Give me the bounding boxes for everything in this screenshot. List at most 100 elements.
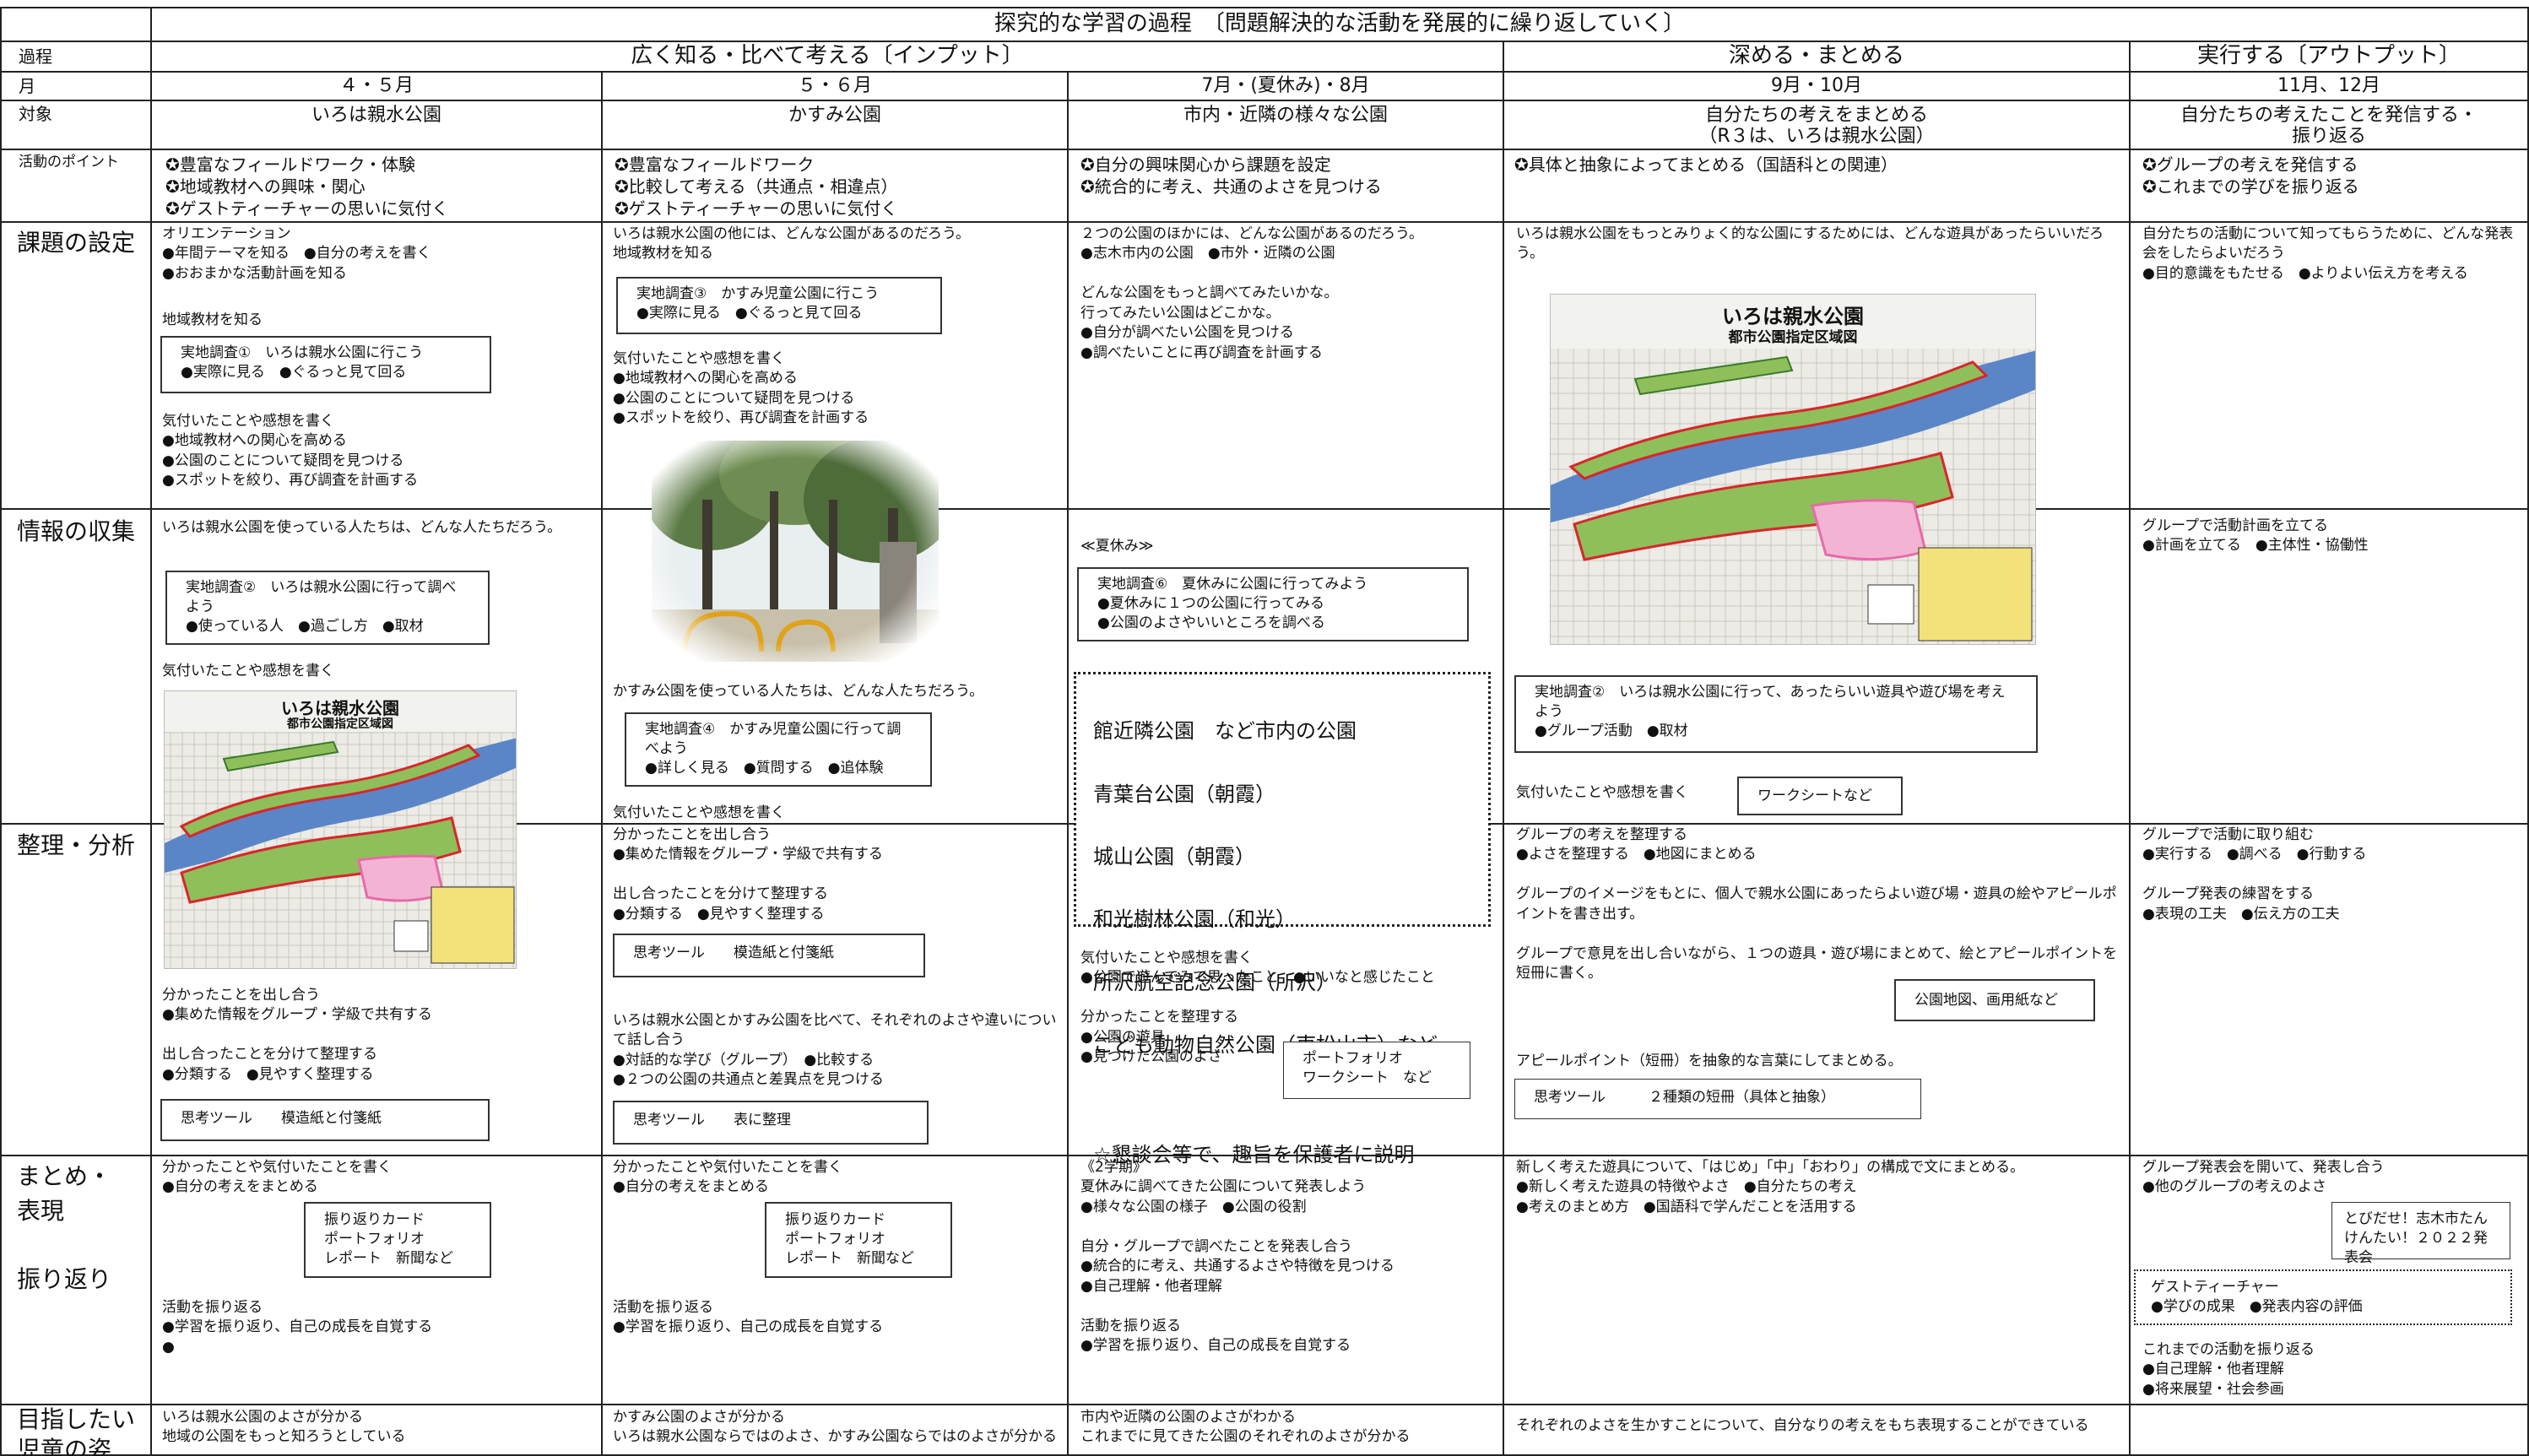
- c1-summary-text2: 活動を振り返る ●学習を振り返り、自己の成長を自覚する ●: [162, 1299, 433, 1356]
- c3-parks-list-box: 館近隣公園 など市内の公園 青葉台公園（朝霞） 城山公園（朝霞） 和光樹林公園（…: [1074, 672, 1491, 1166]
- c3-goal-text: 市内や近隣の公園のよさがわかる これまでに見てきた公園のそれぞれのよさが分かる: [1080, 1409, 1411, 1446]
- label-month: 月: [19, 75, 35, 96]
- phase-output: 実行する〔アウトプット〕: [2196, 43, 2461, 69]
- points-4: ✪具体と抽象によってまとめる（国語科との関連）: [1514, 154, 1898, 175]
- month-3: 7月・(夏休み)・8月: [1201, 75, 1370, 97]
- c1-goal-text: いろは親水公園のよさが分かる 地域の公園をもっと知ろうとしている: [162, 1409, 406, 1446]
- rule: [0, 41, 2529, 42]
- c5-summary-text2: これまでの活動を振り返る ●自己理解・他者理解 ●将来展望・社会参画: [2142, 1341, 2315, 1398]
- park-map-image-1: いろは親水公園 都市公園指定区域図: [164, 690, 517, 969]
- c2-summary-text: 分かったことや気付いたことを書く ●自分の考えをまとめる: [613, 1159, 842, 1196]
- table-border-right: [2527, 7, 2529, 1456]
- park-map-image-2: いろは親水公園 都市公園指定区域図: [1550, 294, 2036, 645]
- c4-goal-text: それぞれのよさを生かすことについて、自分なりの考えをもち表現することができている: [1516, 1417, 2089, 1434]
- park-item: 城山公園（朝霞）: [1093, 844, 1255, 869]
- c1-collect-text: いろは親水公園を使っている人たちは、どんな人たちだろう。: [162, 519, 562, 536]
- c4-summary-text: 新しく考えた遊具について、「はじめ」「中」「おわり」の構成で文にまとめる。 ●新…: [1516, 1159, 2025, 1215]
- c5-setting-text: 自分たちの活動について知ってもらうために、どんな発表会をしたらよいだろう ●目的…: [2142, 225, 2514, 282]
- table-border-top: [0, 7, 2529, 8]
- rule: [601, 71, 603, 1456]
- points-5: ✪グループの考えを発信する ✪これまでの学びを振り返る: [2142, 154, 2359, 197]
- map-title-1: いろは親水公園: [281, 698, 399, 718]
- c3-summary-text: 《2学期》 夏休みに調べてきた公園について発表しよう ●様々な公園の様子 ●公園…: [1080, 1159, 1394, 1355]
- points-2: ✪豊富なフィールドワーク ✪比較して考える（共通点・相違点） ✪ゲストティーチャ…: [615, 154, 898, 219]
- park-item: 和光樹林公園（和光）: [1093, 907, 1296, 932]
- c2-notice-2: 気付いたことや感想を書く: [613, 804, 785, 821]
- phase-deepen: 深める・まとめる: [1728, 43, 1904, 69]
- rule: [0, 7, 2, 1456]
- c2-analyze-text2: いろは親水公園とかすみ公園を比べて、それぞれのよさや違いについて話し合う ●対話…: [613, 1012, 1057, 1089]
- rule: [1067, 71, 1069, 1456]
- rule: [0, 1155, 2529, 1156]
- park-item: 所沢航空記念公園（所沢）: [1093, 970, 1336, 994]
- table-border-bottom: [0, 1454, 2529, 1456]
- c2-portfolio-box: 振り返りカード ポートフォリオ レポート 新聞など: [765, 1202, 952, 1278]
- rule: [0, 221, 2529, 223]
- c4-materials-box: 公園地図、画用紙など: [1894, 979, 2095, 1021]
- rule: [2129, 41, 2131, 1456]
- c5-guest-teacher-box: ゲストティーチャー ●学びの成果 ●発表内容の評価: [2134, 1269, 2512, 1325]
- c2-fieldwork-box-1: 実地調査③ かすみ児童公園に行こう ●実際に見る ●ぐるっと見て回る: [616, 277, 942, 334]
- c4-analyze-text2: アピールポイント（短冊）を抽象的な言葉にしてまとめる。: [1516, 1053, 1903, 1069]
- parks-note: ☆懇談会等で、趣旨を保護者に説明: [1093, 1142, 1415, 1166]
- month-1: ４・５月: [338, 75, 414, 97]
- c3-fieldwork-box: 実地調査⑥ 夏休みに公園に行ってみよう ●夏休みに１つの公園に行ってみる ●公園…: [1077, 567, 1469, 641]
- c2-setting-text: いろは親水公園の他には、どんな公園があるのだろう。 地域教材を知る: [613, 225, 970, 263]
- phase-input: 広く知る・比べて考える〔インプット〕: [631, 43, 1024, 69]
- park-item: 館近隣公園 など市内の公園: [1093, 719, 1357, 744]
- row-label-analyze: 整理・分析: [17, 831, 136, 859]
- row-label-goal: 目指したい 児童の姿: [17, 1405, 136, 1456]
- rule: [150, 7, 152, 1456]
- c4-fieldwork-box: 実地調査② いろは親水公園に行って、あったらいい遊具や遊び場を考えよう ●グルー…: [1514, 675, 2038, 753]
- target-2: かすみ公園: [788, 105, 881, 126]
- target-1: いろは親水公園: [311, 105, 441, 126]
- rule: [1503, 41, 1504, 1456]
- points-3: ✪自分の興味関心から課題を設定 ✪統合的に考え、共通のよさを見つける: [1080, 154, 1382, 197]
- row-label-summary: まとめ・ 表現 振り返り: [17, 1162, 112, 1293]
- c2-goal-text: かすみ公園のよさが分かる いろは親水公園ならではのよさ、かすみ公園ならではのよさ…: [613, 1409, 1057, 1446]
- c4-worksheet-box: ワークシートなど: [1737, 777, 1903, 815]
- c1-fieldwork-box-2: 実地調査② いろは親水公園に行って調べよう ●使っている人 ●過ごし方 ●取材: [165, 571, 490, 645]
- c4-setting-text: いろは親水公園をもっとみりょく的な公園にするためには、どんな遊具があったらいいだ…: [1516, 225, 2104, 263]
- c5-presentation-box: とびだせ！志木市たんけんたい！２０２２発表会: [2331, 1202, 2510, 1266]
- c1-setting-text: オリエンテーション ●年間テーマを知る ●自分の考えを書く ●おおまかな活動計画…: [162, 225, 431, 282]
- month-2: ５・６月: [797, 75, 872, 97]
- c1-portfolio-box: 振り返りカード ポートフォリオ レポート 新聞など: [304, 1202, 491, 1278]
- c4-analyze-text: グループの考えを整理する ●よさを整理する ●地図にまとめる グループのイメージ…: [1516, 826, 2118, 982]
- park-photo: [652, 441, 939, 662]
- c1-thinking-tool-box: 思考ツール 模造紙と付箋紙: [160, 1099, 490, 1141]
- map-subtitle-2: 都市公園指定区域図: [1728, 329, 1858, 346]
- c3-analyze-text: 気付いたことや感想を書く ●公園で遊んでみて思ったこと ●いいなと感じたこと 分…: [1080, 950, 1435, 1066]
- table-title: 探究的な学習の過程 〔問題解決的な活動を発展的に繰り返していく〕: [994, 11, 1686, 37]
- park-item: 青葉台公園（朝霞）: [1093, 782, 1275, 806]
- c2-collect-text: かすみ公園を使っている人たちは、どんな人たちだろう。: [613, 683, 984, 700]
- c1-analyze-text: 分かったことを出し合う ●集めた情報をグループ・学級で共有する 出し合ったことを…: [162, 987, 432, 1083]
- c1-summary-text: 分かったことや気付いたことを書く ●自分の考えをまとめる: [162, 1159, 392, 1196]
- rule: [0, 71, 2529, 73]
- c5-analyze-text: グループで活動に取り組む ●実行する ●調べる ●行動する グループ発表の練習を…: [2142, 826, 2367, 923]
- c3-collect-text: ≪夏休み≫: [1080, 538, 1154, 555]
- map-title-2: いろは親水公園: [1722, 305, 1864, 328]
- c1-fieldwork-box-1: 実地調査① いろは親水公園に行こう ●実際に見る ●ぐるっと見て回る: [160, 336, 491, 393]
- c2-thinking-tool-box-1: 思考ツール 模造紙と付箋紙: [613, 934, 925, 977]
- label-points: 活動のポイント: [19, 154, 119, 170]
- month-5: 11月、12月: [2277, 75, 2380, 97]
- c2-analyze-text: 分かったことを出し合う ●集めた情報をグループ・学級で共有する 出し合ったことを…: [613, 826, 883, 923]
- points-1: ✪豊富なフィールドワーク・体験 ✪地域教材への興味・関心 ✪ゲストティーチャーの…: [165, 154, 449, 219]
- target-4: 自分たちの考えをまとめる （R３は、いろは親水公園）: [1698, 105, 1935, 148]
- month-4: 9月・10月: [1771, 75, 1862, 97]
- c1-notice-2: 気付いたことや感想を書く: [162, 663, 334, 679]
- c3-portfolio-box: ポートフォリオ ワークシート など: [1283, 1042, 1470, 1099]
- rule: [0, 508, 2529, 510]
- c5-summary-text: グループ発表会を開いて、発表し合う ●他のグループの考えのよさ: [2142, 1159, 2385, 1196]
- c2-fieldwork-box-2: 実地調査④ かすみ児童公園に行って調べよう ●詳しく見る ●質問する ●追体験: [625, 712, 932, 787]
- c5-collect-text: グループで活動計画を立てる ●計画を立てる ●主体性・協働性: [2142, 517, 2369, 555]
- map-subtitle-1: 都市公園指定区域図: [287, 717, 393, 731]
- label-target: 対象: [19, 104, 52, 124]
- c2-notice-1: 気付いたことや感想を書く ●地域教材への関心を高める ●公園のことについて疑問を…: [613, 350, 869, 427]
- target-3: 市内・近隣の様々な公園: [1183, 105, 1388, 126]
- label-process: 過程: [19, 46, 52, 67]
- c1-setting-text2: 地域教材を知る: [162, 311, 263, 328]
- rule: [0, 149, 2529, 150]
- c4-notice: 気付いたことや感想を書く: [1516, 784, 1688, 801]
